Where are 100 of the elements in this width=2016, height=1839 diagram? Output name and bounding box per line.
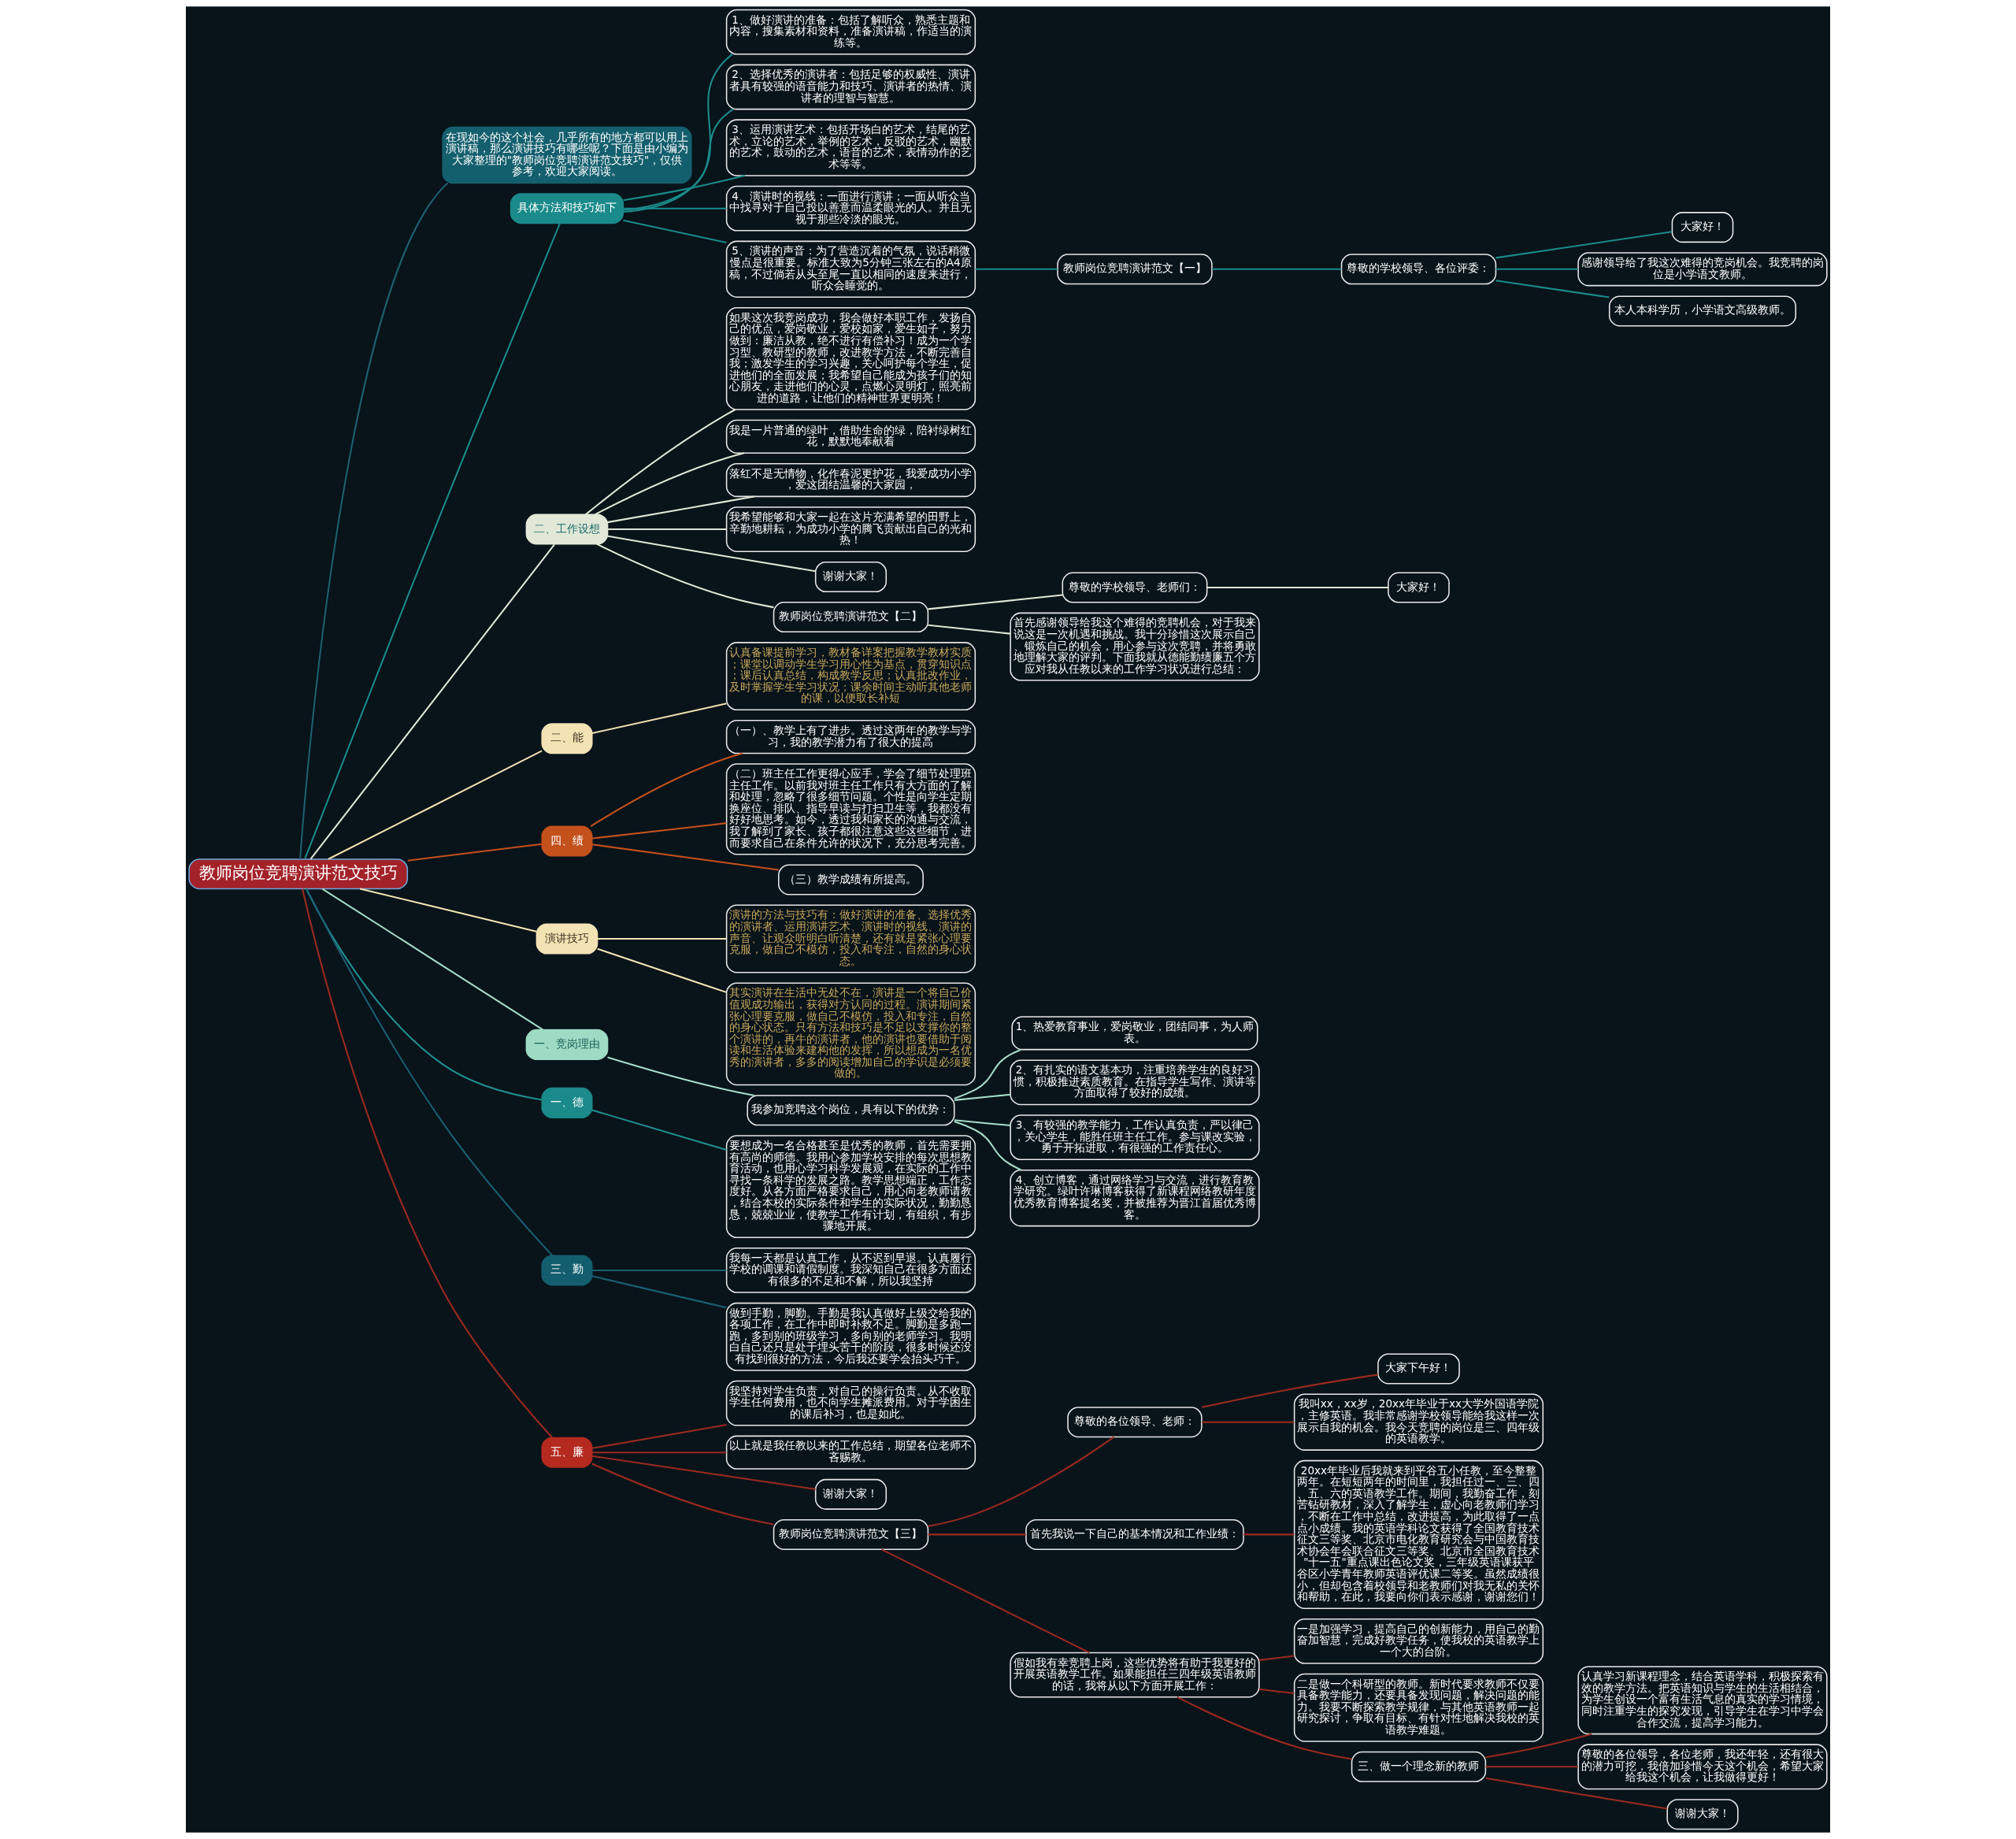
connector [1485,1766,1578,1768]
connector [590,752,743,827]
connector [299,182,449,859]
node-box: 3、运用演讲艺术：包括开场白的艺术，结尾的艺术，立论的艺术，举例的艺术，反驳的艺术，幽默的艺术，鼓动的艺术，语音的艺术，表情动作的艺术等等。 [725,119,976,176]
node-box: 二是做一个科研型的教师。新时代要求教师不仅要具备教学能力，还要具备发现问题，解决问题的能力。我要不断探索教学规律，与其他英语教师一起研究探讨，争取有目标、有针对性地解决我校的英语教学难题。 [1293,1673,1544,1742]
connector [585,409,736,515]
connector [302,888,554,1439]
node-box: 假如我有幸竞聘上岗，这些优势将有助于我更好的开展英语教学工作。如果能担任三四年级英语教师的话，我将从以下方面开展工作： [1010,1652,1260,1698]
node-box: 五、廉 [541,1437,593,1468]
node-box: 本人本科学历，小学语文高级教师。 [1608,295,1796,327]
connector [954,1093,1011,1101]
connector [597,937,727,940]
node-box: 我叫xx，xx岁，20xx年毕业于xx大学外国语学院，主修英语。我非常感谢学校领导能给我这样一次展示自我的机会。我今天竞聘的岗位是三、四年级的英语教学。 [1293,1393,1544,1451]
connector [591,1275,727,1309]
node-box: 2、有扎实的语文基本功，注重培养学生的良好习惯，积极推进素质教育。在指导学生写作、演讲等方面取得了较好的成绩。 [1010,1059,1260,1106]
node-box: 三、勤 [541,1255,593,1286]
connector [328,750,543,860]
connector [596,543,774,609]
connector [1495,268,1579,270]
node-box: 一、德 [541,1087,593,1118]
connector [591,703,727,734]
connector [1201,1374,1378,1408]
connector [975,268,1058,270]
connector [1258,1655,1295,1661]
connector [881,1548,1090,1654]
node-box: （三）教学成绩有所提高。 [778,864,924,895]
connector [607,528,727,531]
node-box: 如果这次我竞岗成功，我会做好本职工作，发扬自己的优点，爱岗敬业，爱校如家，爱生如子，努力做到：廉洁从教，绝不进行有偿补习！成为一个学习型、教研型的教师，改进教学方法，不断完善自我；激发学生的学习兴趣，关心呵护每个学生，促进他们的全面发展；我希望自己能成为孩子们的知心朋友，走进他们的心灵，点燃心灵明灯，照亮前进的道路，让他们的精神世界更明亮！ [725,306,976,410]
node-box: 我坚持对学生负责，对自己的操行负责。从不收取学生任何费用，也不向学生摊派费用。对于学困生的课后补习，也是如此。 [725,1380,976,1426]
connector [305,888,543,1101]
node-box: 演讲的方法与技巧有：做好演讲的准备、选择优秀的演讲者、运用演讲艺术、演讲时的视线、演讲的声音、让观众听明白听清楚，还有就是紧张心理要克服，做自己不模仿，投入和专注，自然的身心状态。 [725,904,976,973]
connector [1206,587,1388,589]
node-box: 三、做一个理念新的教师 [1351,1751,1487,1782]
connector [623,54,733,213]
connector [591,1463,774,1526]
node-box: 首先感谢领导给我这个难得的竞聘机会，对于我来说这是一次机遇和挑战。我十分珍惜这次展示自己、锻炼自己的机会，用心参与这次竞聘，并将勇敢地理解大家的评判。下面我就从德能勤绩廉五个方应对我从任教以来的工作学习状况进行总结： [1010,612,1260,681]
node-box: 教师岗位竞聘演讲范文【二】 [773,602,929,633]
connector [591,1424,727,1449]
node-box: 大家下午好！ [1377,1353,1460,1385]
connector [1243,1533,1295,1536]
connector [607,495,755,524]
node-box: 4、演讲时的视线：一面进行演讲；一面从听众当中找寻对于自己投以善意而温柔眼光的人。并且无视于那些冷淡的眼光。 [725,185,976,232]
connector [928,1436,1114,1527]
connector [321,888,543,1031]
connector [306,888,554,1256]
node-box: 4、创立博客，通过网络学习与交流，进行教育教学研究。绿叶许琳博客获得了新课程网络教研年度优秀教育博客提名奖，并被推荐为晋江首届优秀博客。 [1010,1170,1260,1227]
connector [359,888,537,932]
node-box: 演讲技巧 [536,923,598,955]
connector [623,175,746,202]
node-box: 尊敬的各位领导，各位老师，我还年轻，还有很大的潜力可挖，我倍加珍惜今天这个机会，希望大家给我这个机会，让我做得更好！ [1577,1744,1828,1790]
node-box: 首先我说一下自己的基本情况和工作业绩： [1025,1518,1244,1550]
node-box: 感谢领导给了我这次难得的竞岗机会。我竞聘的岗位是小学语文教师。 [1577,252,1828,287]
connector [954,1121,1022,1171]
node-box: 二、工作设想 [525,514,609,545]
node-box: 其实演讲在生活中无处不在，演讲是一个将自己价值观成功输出，获得对方认同的过程。演讲期间紧张心理要克服，做自己不模仿，投入和专注，自然的身心状态。只有方法和技巧是不足以支撑你的整个演讲的，再牛的演讲者，他的演讲也要借助于阅读和生活体验来建构他的发挥，所以想成为一名优秀的演讲者，多多的阅读增加自己的学识是必须要做的。 [725,982,976,1086]
connector [309,543,555,860]
node-box: 大家好！ [1671,212,1734,243]
connector [1177,1696,1352,1760]
connector [1485,1733,1592,1759]
node-box: 我参加竞聘这个岗位，具有以下的优势： [747,1095,955,1126]
connector [928,1533,1026,1536]
node-box: 20xx年毕业后我就来到平谷五小任教，至今整整两年。在短短两年的时间里，我担任过一、三、四、五、六的英语教学工作。期间，我勤奋工作，刻苦钻研教材，深入了解学生，虚心向老教师们学习，不断在工作中总结，改进提高，为此取得了一点点小成绩。我的英语学科论文获得了全国教育技术征文三等奖、北京市电化教育研究会与中国教育技术协会年会联合征文三等奖、北京市全国教育技术"十一五"重点课出色论文奖，三年级英语课获平谷区小学青年教师英语评优课二等奖。虽然成绩很小，但却包含着校领导和老教师们对我无私的关怀和帮助，在此，我要向你们表示感谢，谢谢您们！ [1293,1459,1544,1609]
connector [591,1452,727,1454]
node-box: 以上就是我任教以来的工作总结，期望各位老师不吝赐教。 [725,1435,976,1470]
node-box: 尊敬的学校领导、老师们： [1062,572,1208,603]
connector [623,108,734,211]
node-box: 2、选择优秀的演讲者：包括足够的权威性、演讲者具有较强的语音能力和技巧、演讲者的热情、演讲者的理智与智慧。 [725,64,976,110]
node-box: 具体方法和技巧如下 [510,193,624,224]
connector [954,1119,1011,1127]
connector [1485,1777,1668,1810]
node-box: 落红不是无情物，化作春泥更护花，我爱成功小学，爱这团结温馨的大家园， [725,462,976,498]
connector [607,535,816,573]
node-box: 5、演讲的声音：为了营造沉着的气氛，说话稍微慢点是很重要。标准大致为5分钟三张左右的A4原稿，不过倘若从头至尾一直以相同的速度来进行，听众会睡觉的。 [725,240,976,298]
node-box: 要想成为一名合格甚至是优秀的教师，首先需要拥有高尚的师德。我用心参加学校安排的每次思想教育活动，也用心学习科学发展观，在实际的工作中寻找一条科学的发展之路。教学思想端正，工作态度好。从各方面严格要求自己，用心向老教师请教，结合本校的实际条件和学生的实际状况，勤勤恳恳，兢兢业业，使教学工作有计划，有组织，有步骤地开展。 [725,1135,976,1238]
node-box: 一是加强学习，提高自己的创新能力，用自己的勤奋加智慧，完成好教学任务，使我校的英语教学上一个大的台阶。 [1293,1618,1544,1664]
node-box: 我是一片普通的绿叶，借助生命的绿，陪衬绿树红花，默默地奉献着 [725,419,976,454]
node-box: （二）班主任工作更得心应手，学会了细节处理班主任工作。以前我对班主任工作只有大方面的了解和处理，忽略了很多细节问题。个性是向学生定期换座位、排队、指导早读与打扫卫生等，我都没有好好地思考。如今，透过我和家长的沟通与交流，我了解到了家长、孩子都很注意这些这些细节，进而要求自己在条件允许的状况下，充分思考完善。 [725,763,976,855]
node-box: 1、热爱教育事业，爱岗敬业，团结同事，为人师表。 [1011,1016,1258,1051]
node-box: 四、绩 [541,825,593,857]
connector [1495,280,1610,298]
connector [591,822,727,840]
node-box: 1、做好演讲的准备：包括了解听众，熟悉主题和内容，搜集素材和资料，准备演讲稿，作适当的演练等。 [725,9,976,55]
node-box: 在现如今的这个社会，几乎所有的地方都可以用上演讲稿，那么演讲技巧有哪些呢？下面是由小编为大家整理的"教师岗位竞聘演讲范文技巧"，仅供参考，欢迎大家阅读。 [442,126,692,184]
node-box: 教师岗位竞聘演讲范文【一】 [1057,254,1213,285]
node-box: 我希望能够和大家一起在这片充满希望的田野上，辛勤地耕耘，为成功小学的腾飞贡献出自己的光和热！ [725,506,976,552]
connector [591,843,779,871]
node-box: 做到手勤，脚勤。手勤是我认真做好上级交给我的各项工作，在工作中即时补救不足。脚勤是多跑一跑，多到别的班级学习，多向别的老师学习。我明白自己还只是处于埋头苦干的阶段，很多时候还没有找到很好的方法，今后我还要学会抬头巧干。 [725,1302,976,1371]
node-box: （一）、教学上有了进步。透过这两年的教学与学习，我的教学潜力有了很大的提高 [725,720,976,755]
node-box: 认真备课提前学习，教材备详案把握教学教材实质；课堂以调动学生学习用心性为基点，贯穿知识点；课后认真总结，构成教学反思；认真批改作业，及时掌握学生学习状况；课余时间主动听其他老师的课，以便取长补短 [725,642,976,711]
node-box: 教师岗位竞聘演讲范文技巧 [188,858,409,890]
connector [591,1109,727,1151]
connector [595,452,745,516]
node-box: 二、能 [541,723,593,755]
connector [623,207,727,209]
connector [304,223,561,859]
connector [954,1048,1021,1099]
node-box: 3、有较强的教学能力，工作认真负责，严以律己，关心学生，能胜任班主任工作。参与课改实验，勇于开拓进取，有很强的工作责任心。 [1010,1114,1260,1161]
node-box: 谢谢大家！ [814,1478,888,1510]
connector [407,843,542,862]
connector [1212,268,1342,270]
